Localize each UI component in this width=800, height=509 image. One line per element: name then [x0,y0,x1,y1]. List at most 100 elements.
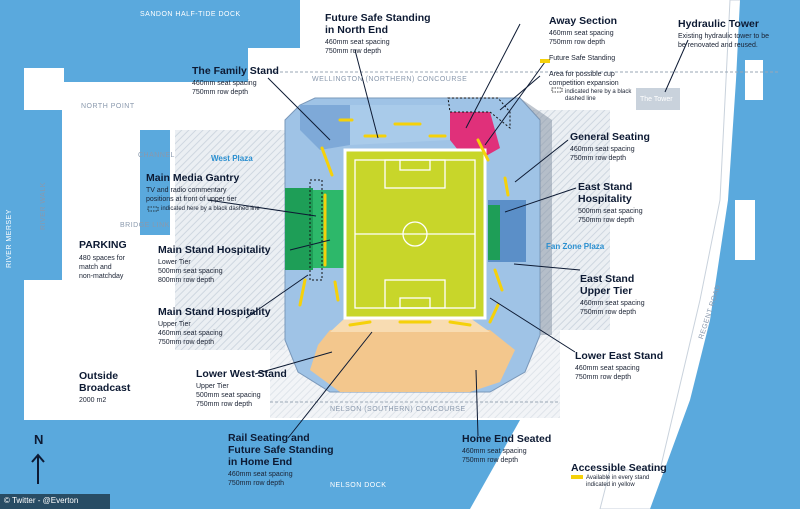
nelson-concourse-label: NELSON (SOUTHERN) CONCOURSE [330,406,466,413]
family-stand-title: The Family Stand [192,65,279,77]
lower-east-line-2: 750mm row depth [575,374,632,381]
future-safe-swatch [540,59,550,63]
tower-label: The Tower [640,96,673,103]
east-upper-line-2: 750mm row depth [580,309,637,316]
main-hosp-lower-line-1: Lower Tier [158,259,191,266]
media-title: Main Media Gantry [146,172,240,184]
east-hosp-title-2: Hospitality [578,193,632,205]
north-point-water [24,110,62,280]
away-title: Away Section [549,15,618,27]
north-end-line-1: 460mm seat spacing [325,39,390,46]
main-hosp-lower-line-3: 800mm row depth [158,277,215,284]
main-hosp-upper [313,190,345,268]
media-dashed-swatch [147,206,159,212]
bridge-link-label: BRIDGE LINK [120,222,170,229]
north-point-label: NORTH POINT [81,103,135,110]
channel-label: CHANNEL [138,152,175,159]
future-safe-note: Future Safe Standing [549,55,616,62]
west-plaza-hatch [175,130,285,350]
river-walk-label: RIVER WALK [40,182,47,230]
home-end-stand [310,330,515,392]
home-end-line-1: 460mm seat spacing [462,448,527,455]
east-upper-title-2: Upper Tier [580,285,633,297]
north-end-title-2: in North End [325,24,388,36]
accessible-line-1: Available in every stand [586,475,650,481]
water [0,0,520,509]
cup-dashed-swatch [551,87,563,93]
stadium-shadow [520,98,552,335]
broadcast-line-1: 2000 m2 [79,397,107,404]
lower-east-title: Lower East Stand [575,350,664,362]
rail-line-2: 750mm row depth [228,480,285,487]
media-note: indicated here by a black dashed line [161,206,260,212]
accessible-title: Accessible Seating [571,462,667,474]
leader-lines [207,23,689,439]
cup-line-2: competition expansion [549,80,619,87]
accessible-swatch [571,475,583,479]
main-hosp-upper-line-3: 750mm row depth [158,339,215,346]
north-point-block [66,92,126,122]
east-hosp-title-1: East Stand [578,181,633,193]
family-stand-line-1: 460mm seat spacing [192,80,257,87]
river-mersey-water [0,0,24,509]
north-letter: N [34,432,44,447]
cup-line-1: Area for possible cup [549,71,615,78]
lower-west-line-3: 750mm row depth [196,401,253,408]
accessible-line-2: indicated in yellow [586,482,635,488]
fan-zone-label: Fan Zone Plaza [546,242,605,251]
hydraulic-line-1: Existing hydraulic tower to be [678,33,770,40]
home-end-line-2: 750mm row depth [462,457,519,464]
tower-block [636,88,680,110]
cup-note: indicated here by a black dashed line [565,89,632,102]
east-docks [650,0,800,509]
rail-title-1: Rail Seating and [228,432,310,444]
hydraulic-line-2: be renovated and reused. [678,42,758,49]
parking-block [66,128,136,338]
broadcast-block [66,352,136,414]
general-line-2: 750mm row depth [570,155,627,162]
main-hosp-upper-title: Main Stand Hospitality [158,306,271,318]
east-pier-1 [745,60,763,100]
parking-line-3: non-matchday [79,273,124,280]
wellington-label: WELLINGTON (NORTHERN) CONCOURSE [312,76,468,83]
nelson-dock-water [24,420,520,509]
sandon-dock-water [24,0,300,82]
media-line-2: positions at front of upper tier [146,196,237,203]
main-hosp-upper-line-2: 460mm seat spacing [158,330,223,337]
parking-line-1: 480 spaces for [79,255,125,262]
lower-east-line-1: 460mm seat spacing [575,365,640,372]
general-line-1: 460mm seat spacing [570,146,635,153]
broadcast-title-1: Outside [79,370,119,382]
main-hosp-upper-line-1: Upper Tier [158,321,191,328]
media-gantry [309,179,323,281]
channel-water [140,130,170,235]
hydraulic-title: Hydraulic Tower [678,18,759,30]
sandon-dock-label: SANDON HALF-TIDE DOCK [140,11,241,18]
lower-west-title: Lower West Stand [196,368,287,380]
north-arrow-icon [31,453,45,484]
east-upper-title-1: East Stand [580,273,635,285]
river-mersey-label: RIVER MERSEY [6,209,13,268]
east-hosp-line-2: 750mm row depth [578,217,635,224]
east-upper-line-1: 460mm seat spacing [580,300,645,307]
lower-west-line-2: 500mm seat spacing [196,392,261,399]
main-hosp-lower [285,188,313,270]
credit-text: © Twitter - @Everton [4,496,79,505]
main-hosp-lower-line-2: 500mm seat spacing [158,268,223,275]
home-end-title: Home End Seated [462,433,552,445]
east-pier-2 [735,200,755,260]
east-hosp-inner [488,205,500,260]
north-end-line-2: 750mm row depth [325,48,382,55]
rail-line-1: 460mm seat spacing [228,471,293,478]
lower-west-line-1: Upper Tier [196,383,229,390]
west-plaza-label: West Plaza [211,154,253,163]
cup-expansion-area [447,97,511,130]
family-stand [300,105,350,150]
general-title: General Seating [570,131,650,143]
nelson-dock-label: NELSON DOCK [330,482,387,489]
media-line-1: TV and radio commentary [146,187,227,194]
rail-title-2: Future Safe Standing [228,444,334,456]
main-hosp-lower-title: Main Stand Hospitality [158,244,271,256]
